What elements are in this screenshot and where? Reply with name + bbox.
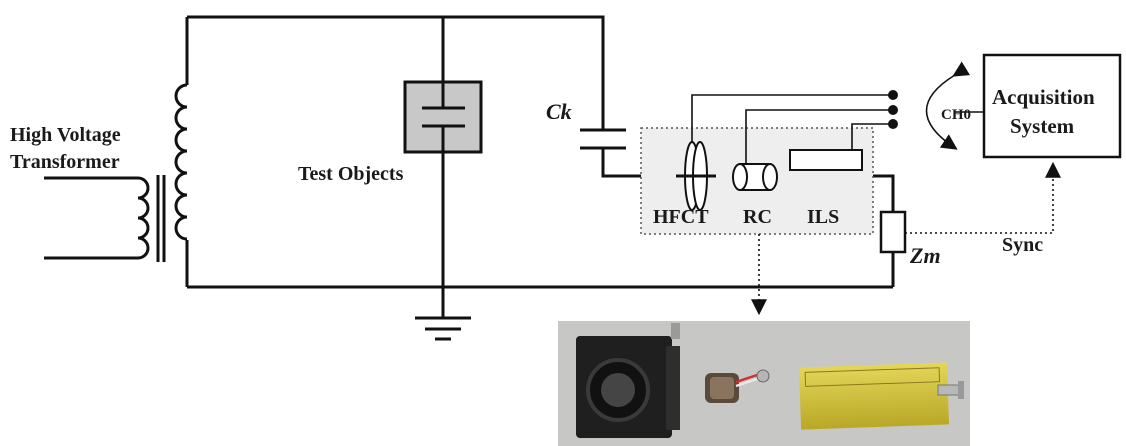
terminal-1 (888, 90, 898, 100)
rc-sensor (732, 163, 778, 191)
sensor-photo (558, 321, 970, 446)
test-objects-label: Test Objects (298, 163, 404, 185)
sync-label: Sync (1002, 234, 1043, 256)
hfct-label: HFCT (653, 206, 709, 228)
hfct-photo-icon (576, 323, 680, 438)
ils-photo-icon (798, 362, 964, 430)
ils-label: ILS (807, 206, 839, 228)
hfct-sensor (676, 141, 716, 211)
test-object-capacitor (403, 80, 483, 154)
acquisition-system-box (982, 53, 1122, 159)
acquisition-label-line1: Acquisition (992, 85, 1095, 109)
ground-icon (415, 316, 471, 341)
top-wire (187, 15, 605, 130)
transformer-icon (44, 83, 188, 262)
channel-selector-arrow (925, 61, 971, 150)
secondary-coil (174, 83, 188, 241)
sync-arrow (905, 161, 1061, 234)
coupling-capacitor (580, 128, 626, 150)
signal-wires (691, 90, 898, 164)
acquisition-label-line2: System (1010, 114, 1075, 138)
terminal-2 (888, 105, 898, 115)
terminal-3 (888, 119, 898, 129)
transformer-label-line1: High Voltage (10, 124, 121, 146)
main-wires (185, 15, 895, 318)
rc-photo-icon (705, 369, 770, 403)
zm-impedance (879, 210, 907, 254)
rc-signal-wire (745, 109, 893, 164)
ils-signal-wire (851, 123, 893, 150)
transformer-label-line2: Transformer (10, 151, 120, 173)
ils-sensor (789, 149, 863, 171)
ck-label: Ck (546, 99, 572, 124)
rc-label: RC (743, 206, 772, 228)
ch0-label: CH0 (941, 107, 971, 123)
primary-coil (137, 176, 150, 260)
zm-label: Zm (909, 243, 941, 268)
hfct-signal-wire (691, 94, 893, 142)
